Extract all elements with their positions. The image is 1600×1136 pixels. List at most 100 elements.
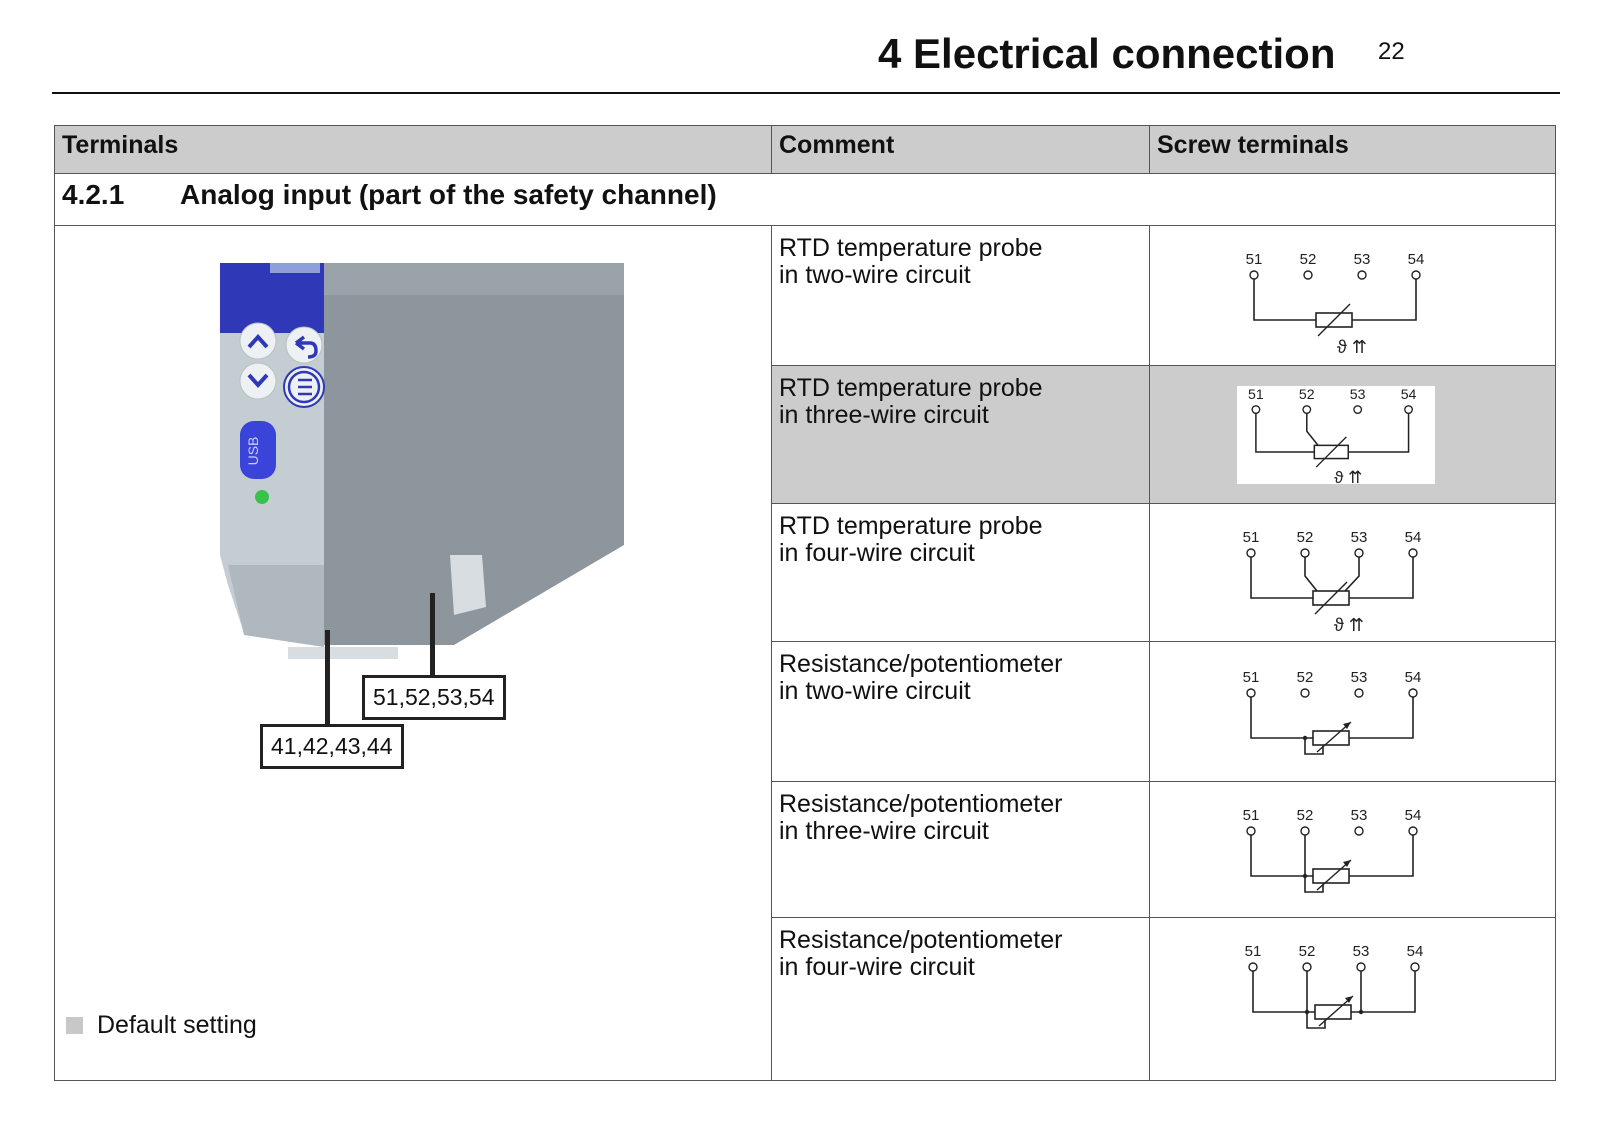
terminal-label-51: 51 [1243,807,1260,824]
status-led-icon [255,490,269,504]
rtd-symbol: ϑ ⇈ [1334,468,1362,484]
up-button-icon [239,322,277,360]
terminal-dot [1300,688,1310,698]
terminal-dot [1356,962,1366,972]
comment-line: in two-wire circuit [779,261,971,289]
terminal-label-53: 53 [1350,386,1366,402]
terminal-label-52: 52 [1297,529,1314,546]
terminal-label-53: 53 [1351,669,1368,686]
sensor-slash [1317,303,1351,337]
terminal-dot [1408,826,1418,836]
col-header-screw-terminals: Screw terminals [1149,125,1556,173]
diagram-resistance-two-wire: 51 52 53 54 [1231,668,1441,783]
resistor-icon [1314,1004,1352,1020]
rtd-symbol: ϑ ⇈ [1334,615,1364,635]
terminal-dot [1354,548,1364,558]
comment-line: in four-wire circuit [779,953,975,981]
terminal-dot [1408,548,1418,558]
terminal-dot [1249,270,1259,280]
diagram-rtd-three-wire: 51 52 53 54 ϑ ⇈ [1237,386,1435,487]
chapter-title: 4 Electrical connection [878,30,1336,77]
resistor-icon [1312,730,1350,746]
terminal-dot [1354,688,1364,698]
terminal-dot [1404,405,1413,414]
svg-text:USB: USB [245,437,261,466]
display-panel [220,263,324,333]
callout-terminals-51-54: 51,52,53,54 [362,675,506,720]
sensor-slash [1314,581,1348,615]
pot-arrowhead [1343,722,1351,729]
terminal-label-53: 53 [1351,529,1368,546]
comment-rtd-two-wire: RTD temperature probe in two-wire circui… [771,225,1149,365]
resistor-icon [1312,868,1350,884]
terminal-label-54: 54 [1401,386,1417,402]
section-number: 4.2.1 [62,179,125,210]
section-row: 4.2.1 Analog input (part of the safety c… [54,173,1556,225]
terminal-dot [1411,270,1421,280]
terminal-label-52: 52 [1299,943,1316,960]
callout-terminals-41-44: 41,42,43,44 [260,724,404,769]
comment-resistance-three-wire: Resistance/potentiometer in three-wire c… [771,781,1149,917]
terminal-label-51: 51 [1243,529,1260,546]
terminal-dot [1300,826,1310,836]
terminal-label-54: 54 [1405,807,1422,824]
terminal-dot [1353,405,1363,414]
default-setting-legend: Default setting [66,1011,257,1040]
comment-line: Resistance/potentiometer [779,790,1063,818]
terminal-dot [1248,962,1258,972]
device-illustration: USB [220,263,624,659]
terminal-dot [1246,548,1256,558]
terminal-dot [1246,688,1256,698]
terminal-label-52: 52 [1297,669,1314,686]
terminal-label-52: 52 [1299,386,1315,402]
terminal-dot [1410,962,1420,972]
comment-rtd-three-wire: RTD temperature probe in three-wire circ… [771,365,1149,503]
terminal-table: Terminals Comment Screw terminals 4.2.1 … [54,125,1556,1081]
comment-line: RTD temperature probe [779,512,1043,540]
terminal-label-51: 51 [1248,386,1264,402]
diagram-rtd-four-wire: 51 52 53 54 ϑ ⇈ [1231,528,1441,643]
comment-line: RTD temperature probe [779,234,1043,262]
terminal-dot [1408,688,1418,698]
terminal-label-54: 54 [1408,251,1425,268]
col-header-comment: Comment [771,125,1149,173]
comment-resistance-four-wire: Resistance/potentiometer in four-wire ci… [771,917,1149,1080]
comment-line: in three-wire circuit [779,817,989,845]
junction-dot [1358,1009,1364,1015]
terminal-label-53: 53 [1353,943,1370,960]
usb-port-icon [240,421,276,479]
diagram-resistance-four-wire: 51 52 53 54 [1233,942,1443,1057]
junction-dot [1302,735,1308,741]
section-title: Analog input (part of the safety channel… [180,179,717,210]
down-button-icon [239,362,277,400]
terminal-label-51: 51 [1246,251,1263,268]
leader-line-lower [325,630,330,730]
terminal-label-54: 54 [1405,669,1422,686]
comment-resistance-two-wire: Resistance/potentiometer in two-wire cir… [771,641,1149,781]
terminal-label-54: 54 [1407,943,1424,960]
terminal-dot [1357,270,1367,280]
comment-line: Resistance/potentiometer [779,650,1063,678]
leader-line-upper [430,593,435,685]
terminal-dot [1300,548,1310,558]
default-setting-label: Default setting [97,1011,257,1039]
pot-arrowhead [1343,860,1351,867]
comment-line: Resistance/potentiometer [779,926,1063,954]
terminal-label-53: 53 [1351,807,1368,824]
terminal-label-51: 51 [1245,943,1262,960]
terminal-label-51: 51 [1243,669,1260,686]
terminal-label-54: 54 [1405,529,1422,546]
terminal-label-53: 53 [1354,251,1371,268]
terminal-dot [1302,405,1312,414]
terminal-dot [1251,405,1261,414]
terminal-dot [1246,826,1256,836]
comment-rtd-four-wire: RTD temperature probe in four-wire circu… [771,503,1149,641]
pot-arrowhead [1345,996,1353,1003]
terminal-dot [1354,826,1364,836]
comment-line: in three-wire circuit [779,401,989,429]
page-number: 22 [1378,38,1405,65]
terminal-dot [1302,962,1312,972]
header-rule [52,92,1560,94]
